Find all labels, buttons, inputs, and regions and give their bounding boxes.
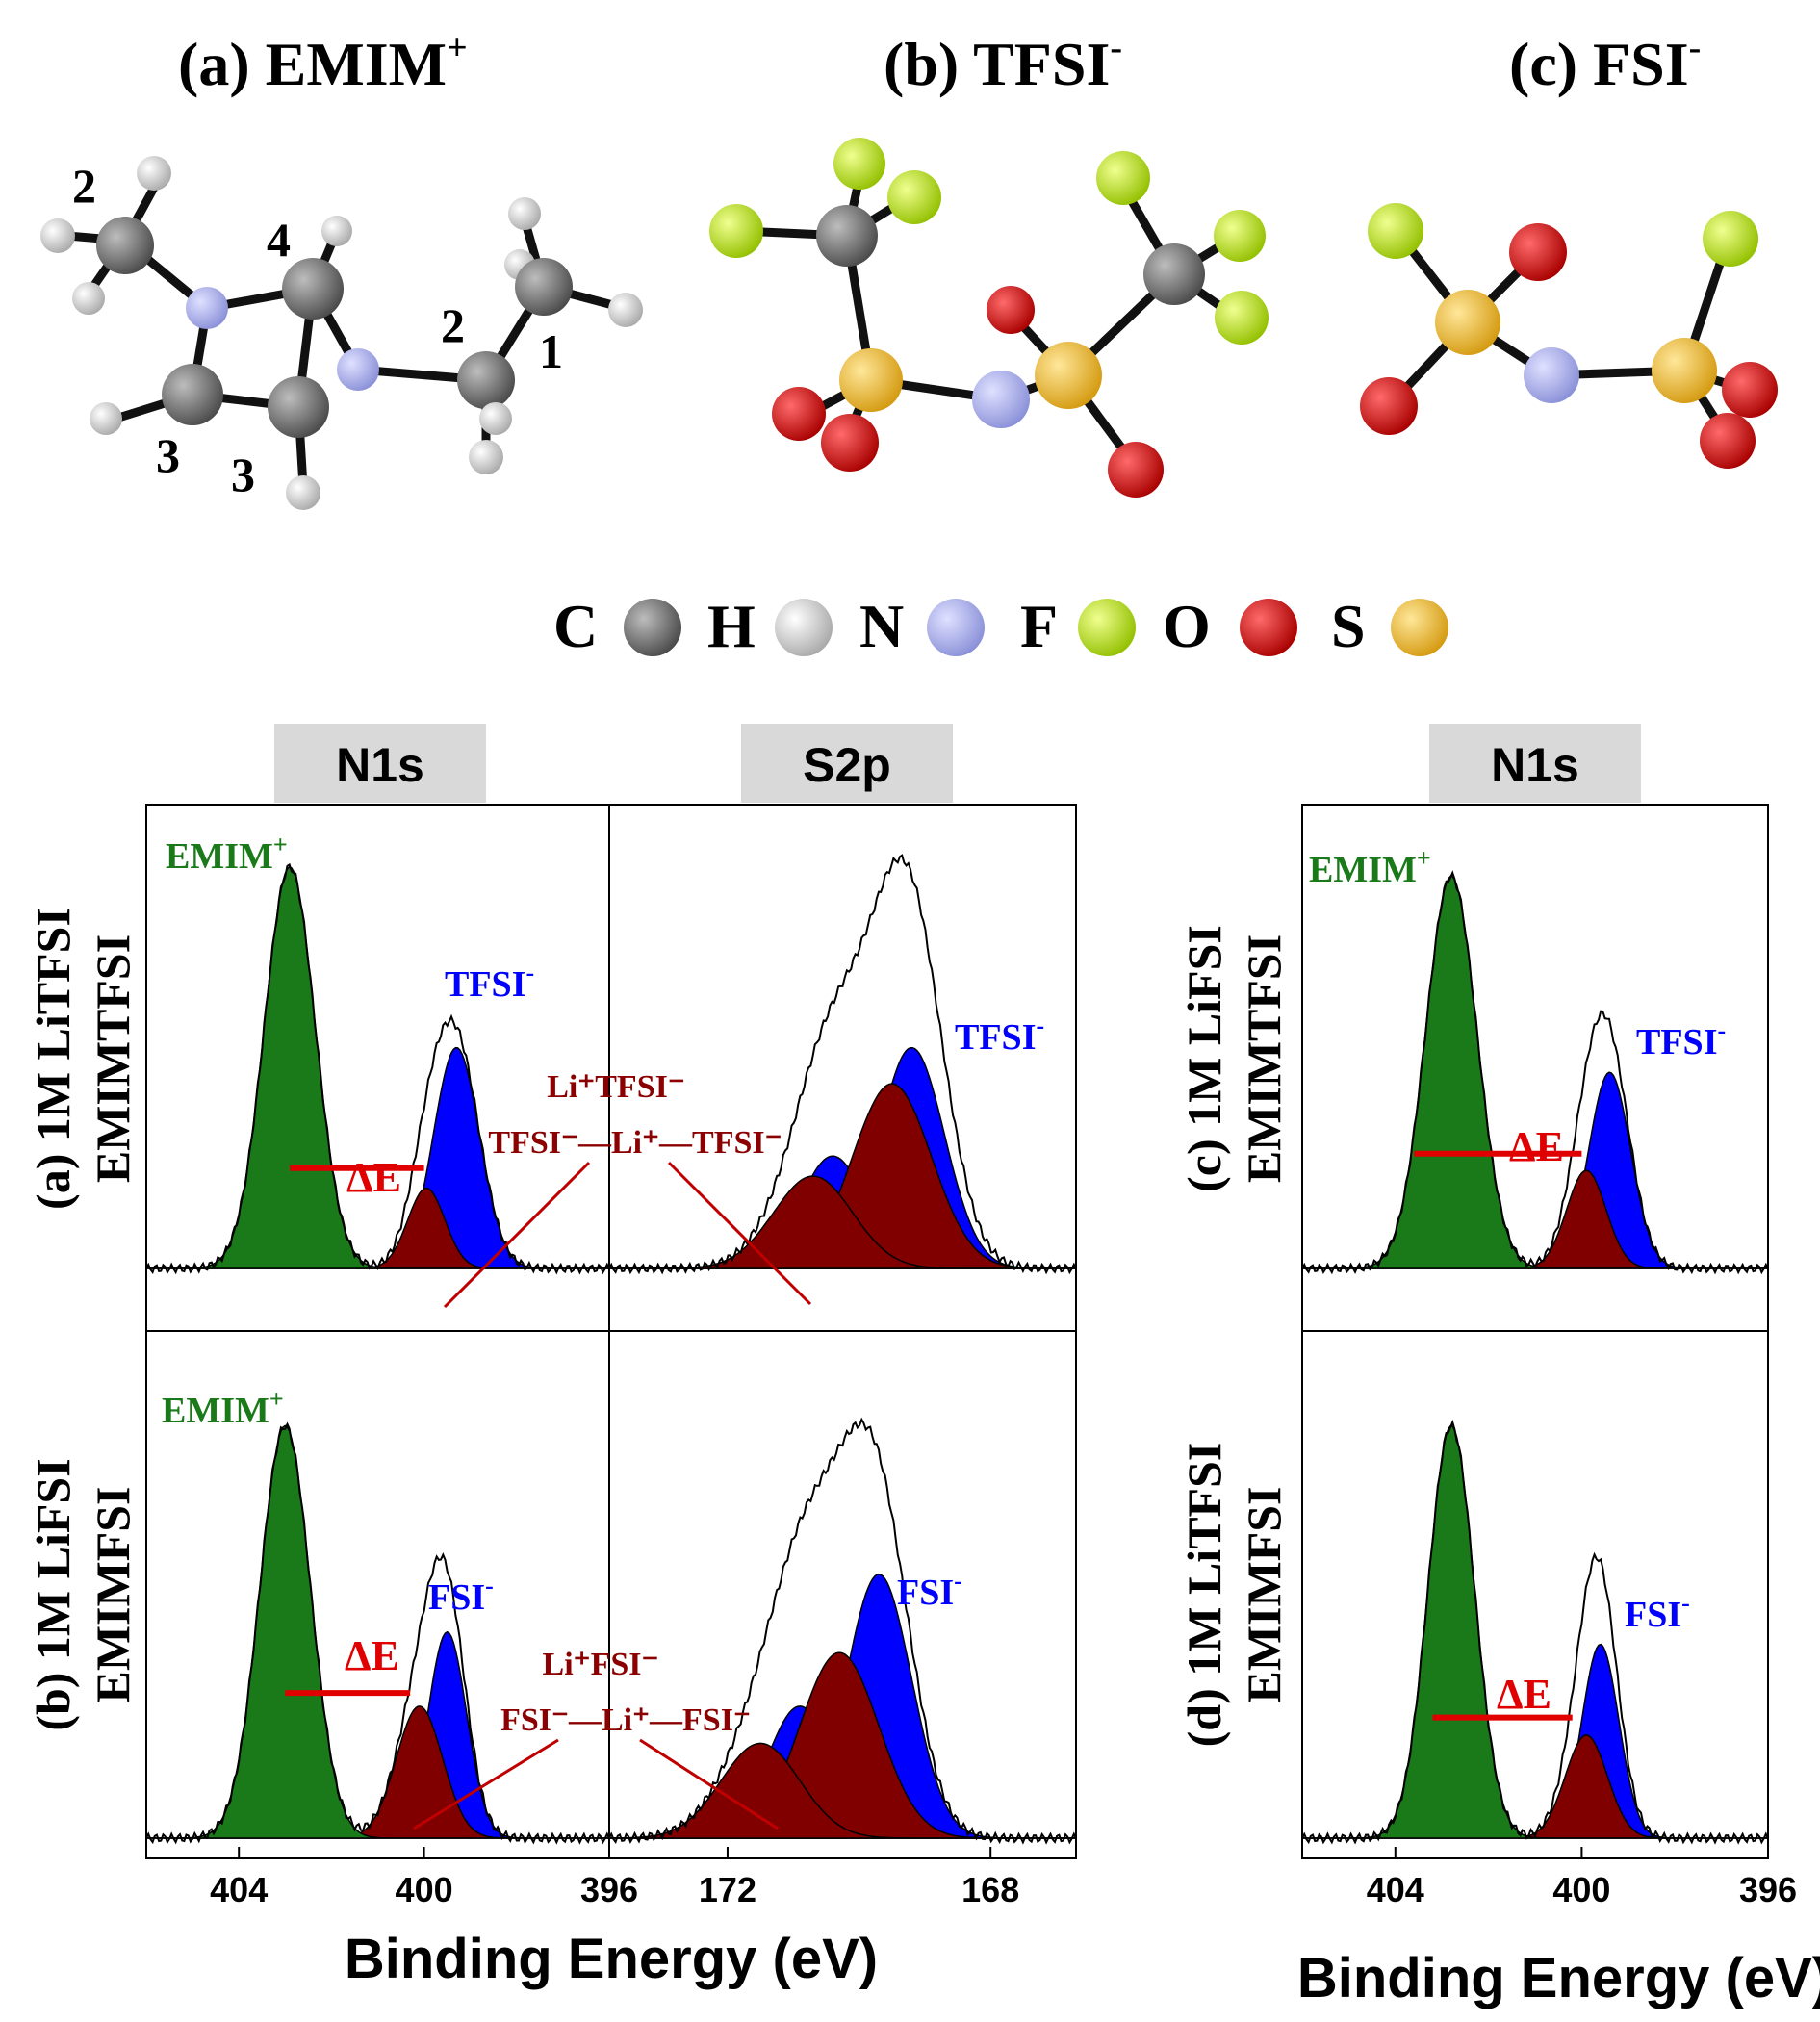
tab-n1s-right	[1429, 724, 1641, 803]
label-tfsi-a: TFSI-	[445, 959, 534, 1005]
peak-component	[1302, 1071, 1768, 1269]
spectrum-a-s2p	[608, 854, 1077, 1275]
tfsi-atoms	[709, 138, 1269, 498]
peak-component	[608, 1742, 1076, 1839]
peak-component	[1302, 1424, 1768, 1839]
row-label-a: (a) 1M LiTFSI EMIMTFSI	[26, 908, 140, 1210]
label-fsi-d: FSI-	[1625, 1589, 1690, 1635]
atom-legend: C H N F O S	[553, 592, 1448, 660]
svg-text:(d) 1M LiTFSI: (d) 1M LiTFSI	[1177, 1443, 1231, 1748]
legend-swatch-c	[624, 599, 681, 656]
envelope-line	[1301, 1419, 1769, 1845]
label-fsi-b-s2p: FSI-	[897, 1567, 962, 1613]
legend-swatch-f	[1078, 599, 1136, 656]
delta-e-label-b: ΔE	[345, 1632, 399, 1679]
x-tick-label: 172	[699, 1870, 756, 1909]
label-fsi-b: FSI-	[428, 1572, 494, 1618]
label-emim-a: EMIM+	[166, 831, 288, 877]
peak-component	[609, 1651, 1076, 1839]
annot-fsi-li-fsi: FSI⁻—Li⁺—FSI⁻	[500, 1702, 751, 1738]
legend-swatch-h	[775, 599, 833, 656]
legend-swatch-o	[1240, 599, 1297, 656]
delta-e-label-c: ΔE	[1509, 1123, 1564, 1170]
annot-leader-b	[413, 1738, 779, 1830]
x-tick-label: 396	[1739, 1870, 1797, 1909]
peak-component	[1302, 1169, 1768, 1269]
annot-li-tfsi: Li⁺TFSI⁻	[547, 1069, 685, 1105]
svg-text:(b) 1M LiFSI: (b) 1M LiFSI	[26, 1458, 80, 1730]
legend-label-s: S	[1331, 592, 1366, 660]
legend-label-f: F	[1020, 592, 1058, 660]
emim-carbon-label: 1	[539, 324, 563, 378]
tfsi-title: (b) TFSI-	[884, 28, 1122, 98]
emim-title: (a) EMIM+	[178, 28, 468, 98]
label-tfsi-a-s2p: TFSI-	[955, 1011, 1044, 1058]
emim-carbon-label: 2	[72, 159, 96, 213]
svg-text:EMIMTFSI: EMIMTFSI	[86, 934, 140, 1183]
tab-s2p-label: S2p	[803, 738, 891, 792]
x-tick-label: 396	[580, 1870, 638, 1909]
x-tick-label: 400	[1552, 1870, 1610, 1909]
envelope-line	[145, 1421, 610, 1845]
row-label-b: (b) 1M LiFSI EMIMFSI	[26, 1458, 140, 1730]
legend-label-h: H	[707, 592, 756, 660]
legend-swatch-s	[1391, 599, 1448, 656]
tab-n1s-left-label: N1s	[336, 738, 424, 792]
delta-e-label-a: ΔE	[346, 1154, 401, 1201]
tab-s2p	[741, 724, 953, 803]
label-emim-b: EMIM+	[162, 1385, 284, 1431]
label-emim-c: EMIM+	[1309, 844, 1431, 890]
label-tfsi-c: TFSI-	[1636, 1016, 1726, 1062]
peak-component	[1302, 1734, 1768, 1839]
x-tick-label: 404	[210, 1870, 268, 1909]
svg-text:EMIMFSI: EMIMFSI	[1237, 1487, 1291, 1703]
spectrum-b-n1s	[145, 1421, 610, 1845]
legend-label-c: C	[553, 592, 598, 660]
annot-tfsi-li-tfsi: TFSI⁻—Li⁺—TFSI⁻	[488, 1125, 782, 1161]
x-axis-title-right: Binding Energy (eV)	[1297, 1947, 1820, 2009]
envelope-line	[145, 862, 610, 1275]
row-label-c: (c) 1M LiFSI EMIMTFSI	[1177, 925, 1291, 1192]
peak-component	[146, 866, 609, 1269]
x-tick-label: 168	[961, 1870, 1019, 1909]
tab-n1s-right-label: N1s	[1491, 738, 1579, 792]
peak-component	[1302, 875, 1768, 1269]
envelope-line	[608, 1417, 1077, 1845]
spectrum-a-n1s	[145, 862, 610, 1275]
envelope-line	[1301, 870, 1769, 1275]
emim-carbon-label: 3	[231, 448, 255, 501]
spectrum-c-n1s	[1301, 870, 1769, 1275]
x-tick-label: 404	[1367, 1870, 1424, 1909]
annot-leader-a	[443, 1161, 812, 1309]
emim-carbon-label: 4	[267, 213, 291, 267]
legend-swatch-n	[927, 599, 985, 656]
fsi-atoms	[1360, 203, 1778, 469]
emim-carbon-label: 3	[156, 428, 180, 482]
x-axis-title-left: Binding Energy (eV)	[345, 1928, 878, 1990]
emim-atoms	[40, 156, 643, 510]
x-tick-label: 400	[396, 1870, 453, 1909]
legend-label-o: O	[1163, 592, 1211, 660]
spectrum-d-n1s	[1301, 1419, 1769, 1845]
svg-text:EMIMTFSI: EMIMTFSI	[1237, 934, 1291, 1183]
tab-n1s-left	[274, 724, 486, 803]
annot-li-fsi: Li⁺FSI⁻	[543, 1647, 659, 1682]
delta-e-label-d: ΔE	[1497, 1671, 1551, 1718]
svg-text:EMIMFSI: EMIMFSI	[86, 1487, 140, 1703]
axis-ticks: 404 400 396 172 168 404 400 396	[210, 1847, 1797, 1909]
emim-carbon-label: 2	[441, 298, 465, 352]
spectrum-b-s2p	[608, 1417, 1077, 1845]
svg-text:(c) 1M LiFSI: (c) 1M LiFSI	[1177, 925, 1231, 1192]
fsi-title: (c) FSI-	[1509, 28, 1701, 98]
row-label-d: (d) 1M LiTFSI EMIMFSI	[1177, 1443, 1291, 1748]
legend-label-n: N	[859, 592, 904, 660]
envelope-line	[608, 854, 1077, 1275]
svg-text:(a) 1M LiTFSI: (a) 1M LiTFSI	[26, 908, 80, 1210]
